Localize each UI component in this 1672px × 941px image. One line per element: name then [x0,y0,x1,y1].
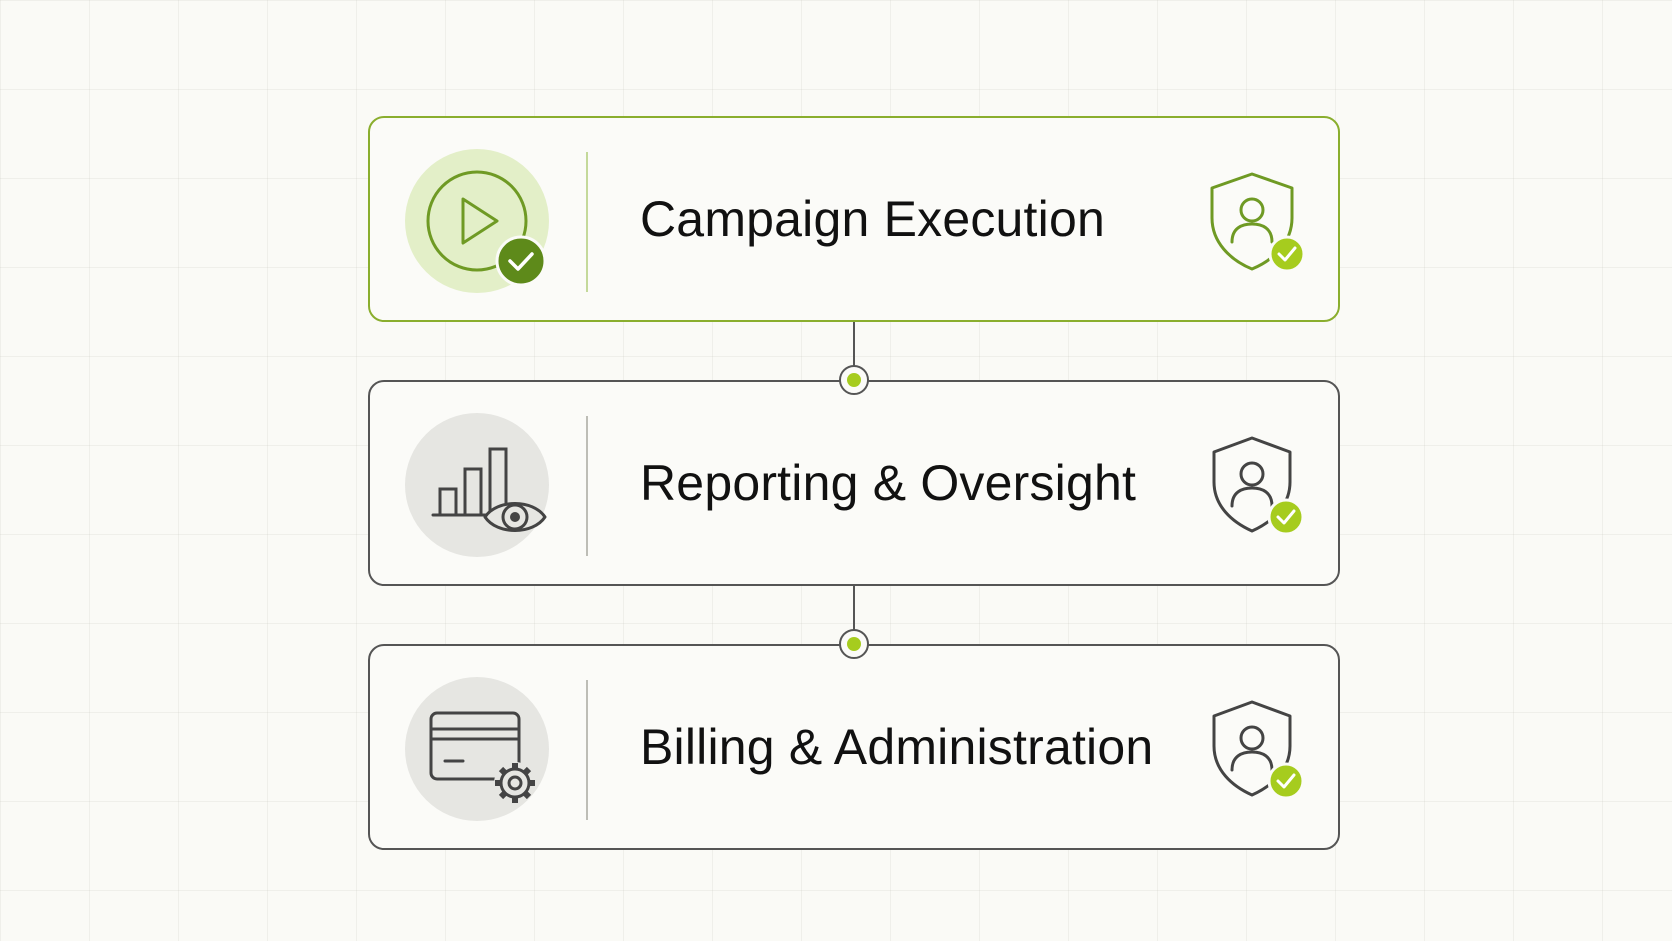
step-title: Billing & Administration [640,719,1154,775]
divider [586,152,588,292]
step-card-campaign-execution: Campaign Execution [368,116,1340,322]
gear-icon [494,762,536,804]
bar-chart-eye-icon [405,413,549,557]
divider [586,680,588,820]
step-card-reporting-oversight: Reporting & Oversight [368,380,1340,586]
connector-node [839,629,869,659]
connector-node [839,365,869,395]
shield-user-check-icon [1212,700,1305,800]
icon-background [405,413,549,557]
credit-card-icon [429,711,536,804]
bar-chart-icon [431,447,547,532]
step-card-billing-administration: Billing & Administration [368,644,1340,850]
shield-user-check-icon [1210,172,1306,273]
divider [586,416,588,556]
step-title: Campaign Execution [640,191,1105,247]
step-title: Reporting & Oversight [640,455,1137,511]
play-icon [426,170,547,287]
play-circle-check-icon [405,149,549,293]
connector-line [853,322,855,380]
shield-user-check-icon [1212,436,1305,536]
connector-line [853,586,855,644]
credit-card-gear-icon [405,677,549,821]
